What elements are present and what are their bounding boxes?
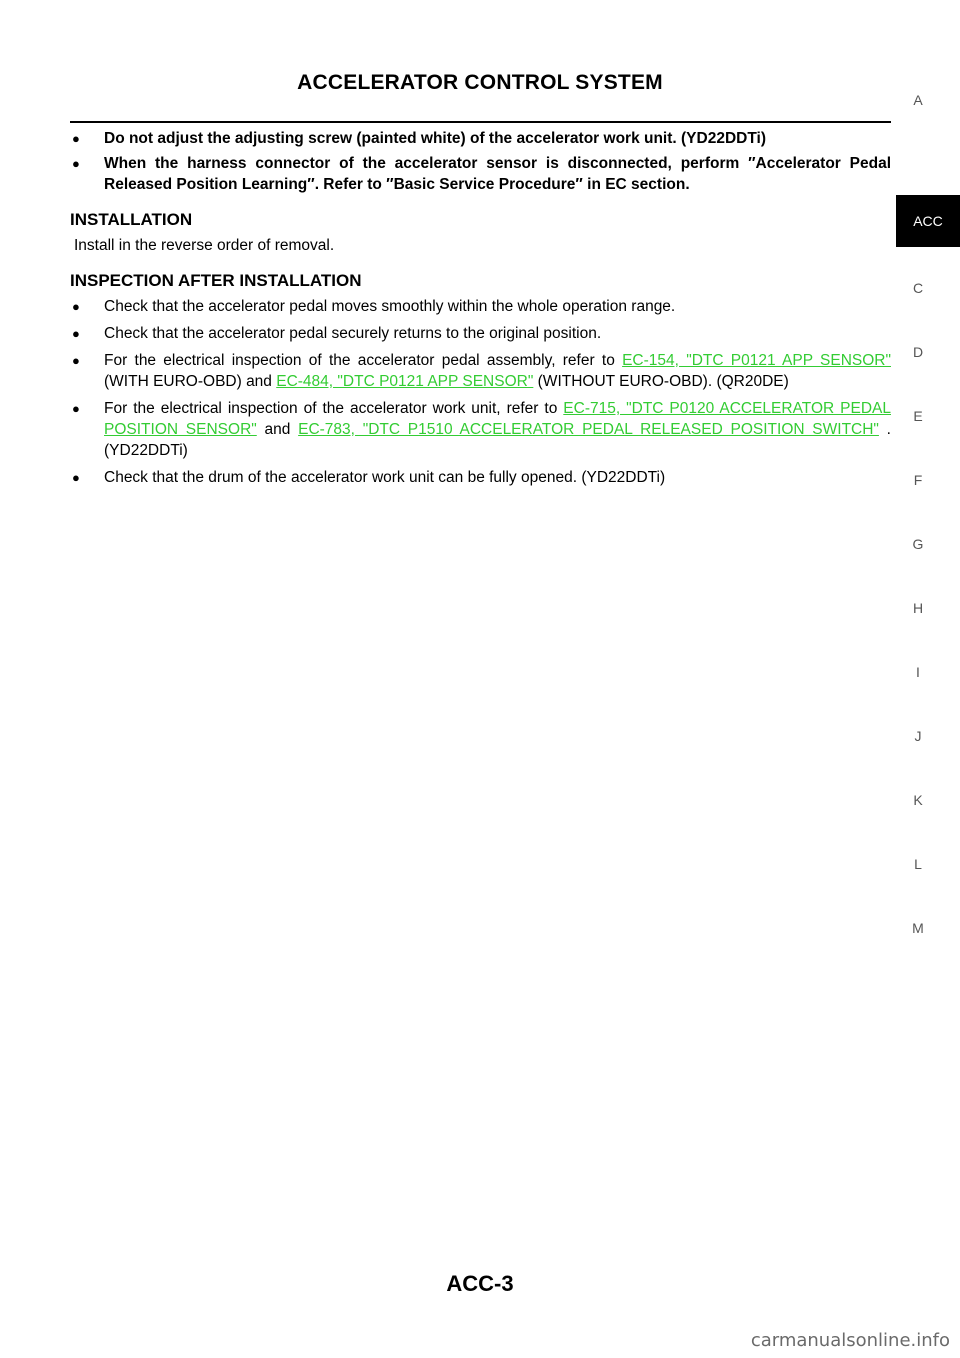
- inspection-text: (WITHOUT EURO-OBD). (QR20DE): [533, 373, 789, 390]
- index-letter-h[interactable]: H: [912, 600, 924, 616]
- bullet-dot-icon: ●: [72, 299, 80, 314]
- inspection-text: . (YD22DDTi): [104, 421, 891, 459]
- index-letter-d[interactable]: D: [912, 344, 924, 360]
- index-letter-l[interactable]: L: [914, 856, 922, 872]
- bullet-dot-icon: ●: [72, 401, 80, 416]
- inspection-bullet: ● Check that the drum of the accelerator…: [70, 467, 891, 488]
- caution-text: When the harness connector of the accele…: [104, 155, 891, 193]
- index-letter-j[interactable]: J: [914, 728, 922, 744]
- installation-heading: INSTALLATION: [70, 210, 193, 229]
- inspection-bullet: ● Check that the accelerator pedal secur…: [70, 323, 891, 344]
- index-letter-a[interactable]: A: [913, 92, 923, 108]
- inspection-text: For the electrical inspection of the acc…: [104, 352, 623, 369]
- index-tab-acc[interactable]: ACC: [896, 195, 960, 247]
- inspection-text: Check that the accelerator pedal moves s…: [104, 298, 676, 315]
- reference-link[interactable]: EC-715, "DTC P0120 ACCELERATOR PEDAL POS…: [104, 400, 891, 438]
- title-divider: [70, 121, 891, 123]
- inspection-bullet: ● For the electrical inspection of the a…: [70, 350, 891, 392]
- inspection-text: Check that the drum of the accelerator w…: [104, 469, 666, 486]
- index-letter-k[interactable]: K: [913, 792, 923, 808]
- inspection-text: and: [256, 421, 299, 438]
- bullet-dot-icon: ●: [72, 156, 80, 171]
- reference-link[interactable]: EC-154, "DTC P0121 APP SENSOR": [622, 352, 891, 369]
- caution-bullet: ● When the harness connector of the acce…: [70, 153, 891, 195]
- reference-link[interactable]: EC-783, "DTC P1510 ACCELERATOR PEDAL REL…: [298, 421, 879, 438]
- index-letter-c[interactable]: C: [912, 280, 924, 296]
- caution-text: Do not adjust the adjusting screw (paint…: [104, 130, 766, 147]
- index-letter-g[interactable]: G: [912, 536, 924, 552]
- inspection-text: Check that the accelerator pedal securel…: [104, 325, 602, 342]
- bullet-dot-icon: ●: [72, 470, 80, 485]
- page-number: ACC-3: [446, 1271, 514, 1296]
- installation-text: Install in the reverse order of removal.: [74, 237, 335, 254]
- page-title: ACCELERATOR CONTROL SYSTEM: [297, 71, 663, 94]
- index-letter-e[interactable]: E: [913, 408, 923, 424]
- bullet-dot-icon: ●: [72, 131, 80, 146]
- index-letter-f[interactable]: F: [913, 472, 923, 488]
- index-letter-m[interactable]: M: [912, 920, 924, 936]
- inspection-bullet: ● For the electrical inspection of the a…: [70, 398, 891, 461]
- inspection-heading: INSPECTION AFTER INSTALLATION: [70, 271, 362, 290]
- caution-bullet: ● Do not adjust the adjusting screw (pai…: [70, 128, 891, 149]
- bullet-dot-icon: ●: [72, 353, 80, 368]
- bullet-dot-icon: ●: [72, 326, 80, 341]
- index-letter-i[interactable]: I: [916, 664, 920, 680]
- inspection-text: (WITH EURO-OBD) and: [104, 373, 277, 390]
- inspection-text: For the electrical inspection of the acc…: [104, 400, 564, 417]
- page-content: ● Do not adjust the adjusting screw (pai…: [70, 128, 891, 488]
- inspection-bullet: ● Check that the accelerator pedal moves…: [70, 296, 891, 317]
- watermark: carmanualsonline.info: [750, 1330, 950, 1351]
- reference-link[interactable]: EC-484, "DTC P0121 APP SENSOR": [276, 373, 534, 390]
